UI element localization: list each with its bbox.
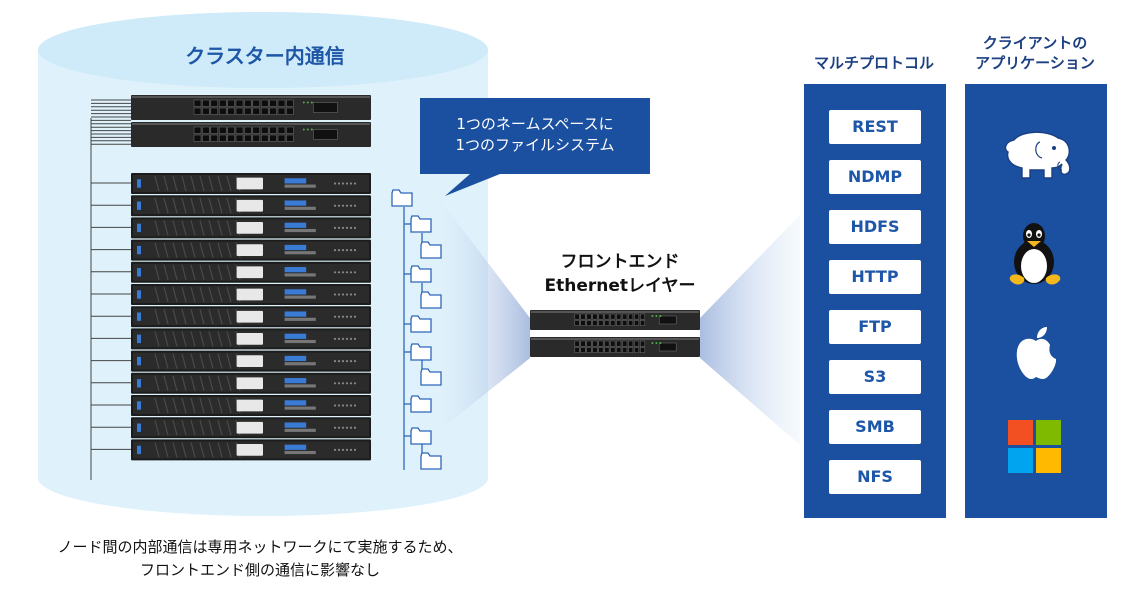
- frontend-switch-2: [530, 337, 700, 357]
- bottom-caption: ノード間の内部通信は専用ネットワークにて実施するため、 フロントエンド側の通信に…: [0, 536, 520, 582]
- clients-header-line-2: アプリケーション: [975, 54, 1095, 72]
- frontend-switches: [530, 310, 700, 357]
- frontend-line-2: Ethernetレイヤー: [544, 276, 696, 296]
- root-folder-icon: [391, 189, 413, 207]
- storage-node-5: [131, 261, 371, 283]
- storage-node-9: [131, 350, 371, 372]
- internal-cabling: [90, 99, 131, 480]
- folder-tree: [391, 189, 442, 470]
- hadoop-elephant-icon: [1004, 131, 1071, 179]
- right-beam: [700, 215, 800, 445]
- storage-node-13: [131, 439, 371, 461]
- storage-node-2: [131, 195, 371, 217]
- protocol-smb: SMB: [829, 410, 921, 444]
- storage-node-8: [131, 328, 371, 350]
- folder-icon: [410, 215, 432, 233]
- folder-icon: [410, 315, 432, 333]
- callout-line-2: 1つのファイルシステム: [455, 136, 615, 154]
- frontend-line-1: フロントエンド: [560, 252, 680, 272]
- protocol-hdfs: HDFS: [829, 210, 921, 244]
- protocols-panel: [804, 84, 946, 518]
- internal-switch-2: [131, 122, 371, 147]
- storage-node-12: [131, 417, 371, 439]
- subfolder-icon: [420, 291, 442, 309]
- storage-node-3: [131, 217, 371, 239]
- server-rack: [131, 95, 371, 461]
- clients-header: クライアントの アプリケーション: [960, 33, 1110, 73]
- protocol-ndmp: NDMP: [829, 160, 921, 194]
- linux-penguin-icon: [1009, 223, 1061, 285]
- callout-line-1: 1つのネームスペースに: [456, 115, 614, 133]
- left-beam: [440, 200, 530, 430]
- namespace-callout: [420, 98, 650, 174]
- protocol-ftp: FTP: [829, 310, 921, 344]
- protocol-nfs: NFS: [829, 460, 921, 494]
- folder-icon: [410, 395, 432, 413]
- folder-icon: [410, 265, 432, 283]
- callout-tail: [445, 174, 500, 196]
- namespace-callout-text: 1つのネームスペースに 1つのファイルシステム: [420, 114, 650, 156]
- storage-node-4: [131, 239, 371, 261]
- caption-line-1: ノード間の内部通信は専用ネットワークにて実施するため、: [57, 538, 463, 556]
- storage-node-7: [131, 306, 371, 328]
- cluster-title: クラスター内通信: [185, 44, 345, 68]
- caption-line-2: フロントエンド側の通信に影響なし: [139, 561, 380, 579]
- frontend-switch-1: [530, 310, 700, 330]
- folder-icon: [410, 427, 432, 445]
- subfolder-icon: [420, 241, 442, 259]
- clients-header-line-1: クライアントの: [982, 34, 1088, 52]
- subfolder-icon: [420, 452, 442, 470]
- storage-node-6: [131, 284, 371, 305]
- protocol-rest: REST: [829, 110, 921, 144]
- storage-node-11: [131, 395, 371, 416]
- windows-icon: [1008, 420, 1061, 473]
- subfolder-icon: [420, 368, 442, 386]
- folder-icon: [410, 343, 432, 361]
- protocol-s3: S3: [829, 360, 921, 394]
- storage-node-1: [131, 173, 371, 194]
- protocols-header: マルチプロトコル: [813, 54, 934, 72]
- protocol-http: HTTP: [829, 260, 921, 294]
- storage-node-10: [131, 372, 371, 394]
- frontend-label: フロントエンド Ethernetレイヤー: [520, 250, 720, 298]
- internal-switch-1: [131, 95, 371, 120]
- apple-icon: [1016, 327, 1057, 379]
